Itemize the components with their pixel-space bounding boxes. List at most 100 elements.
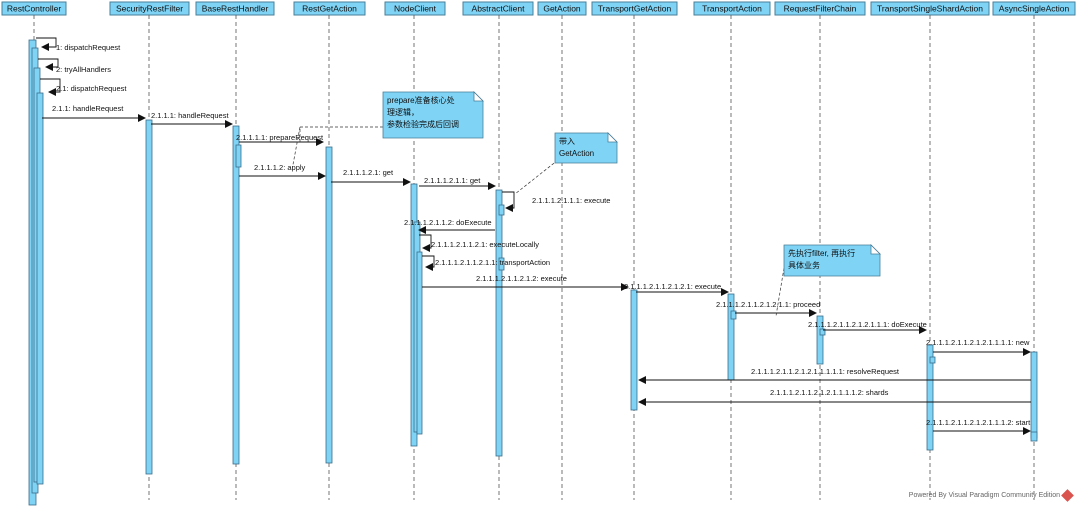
message-2: 2: tryAllHandlers [38,58,111,74]
message-label: 2.1.1.1.2.1.1.2.1.2.1.1: proceed [716,300,820,309]
message-6: 2.1.1.1.1: prepareRequest [236,133,324,146]
activation-bar [730,310,737,320]
message-label: 2.1.1.1.2.1.1.1: execute [532,196,610,205]
note-line: prepare准备核心处 [387,95,455,105]
activation-bar [819,328,826,336]
note-line: 具体业务 [788,260,820,270]
message-label: 2.1.1.1.2.1.1.2.1.2.1: execute [624,282,721,291]
participant-label: RequestFilterChain [784,4,857,14]
message-label: 2.1.1.1.2.1.1.2: doExecute [404,218,492,227]
participant-rfc[interactable]: RequestFilterChain [774,1,866,16]
activation-bar [416,251,423,435]
participant-label: NodeClient [394,4,437,14]
message-17: 2.1.1.1.2.1.1.2.1.2.1.1.1: doExecute [808,320,927,334]
participant-brh[interactable]: BaseRestHandler [195,1,275,16]
participant-label: AbstractClient [472,4,526,14]
message-8: 2.1.1.1.2.1: get [331,168,411,186]
participant-label: RestController [7,4,61,14]
participant-ac[interactable]: AbstractClient [462,1,534,16]
activation-bar [36,92,44,485]
message-3: 2.1: dispatchRequest [40,78,127,96]
message-12: 2.1.1.1.2.1.1.2.1: executeLocally [419,234,539,252]
footer-brand: Powered By Visual Paradigm Community Edi… [908,489,1074,502]
activation-bar [498,257,505,271]
message-11: 2.1.1.1.2.1.1.2: doExecute [404,218,495,234]
visual-paradigm-logo-icon [1061,489,1074,502]
activation-bar [145,119,153,475]
note-line: 参数检验完成后回调 [387,119,459,129]
note-2: 带入 GetAction [514,132,618,195]
message-16: 2.1.1.1.2.1.1.2.1.2.1.1: proceed [716,300,820,317]
participant-tss[interactable]: TransportSingleShardAction [870,1,990,16]
message-label: 2.1.1.1.1: prepareRequest [236,133,324,142]
message-label: 2.1.1.1.2.1.1.2.1: executeLocally [431,240,539,249]
activation-bar [235,144,242,168]
message-21: 2.1.1.1.2.1.1.2.1.2.1.1.1.2: start [926,418,1031,435]
participant-label: BaseRestHandler [202,4,269,14]
participant-asa[interactable]: AsyncSingleAction [992,1,1076,16]
message-1: 1: dispatchRequest [36,37,121,52]
message-label: 2.1.1.1.2.1.1.2.1.2.1.1.1.1: new [926,338,1030,347]
message-4: 2.1.1: handleRequest [42,104,146,122]
activation-bar [1030,431,1038,442]
message-label: 2.1.1.1.2.1.1: get [424,176,481,185]
activation-bar [325,146,333,464]
message-label: 2: tryAllHandlers [56,65,111,74]
note-anchor-line [514,159,559,195]
participant-label: RestGetAction [302,4,357,14]
message-arrow [502,191,515,212]
message-label: 2.1.1.1.2: apply [254,163,306,172]
participant-rc[interactable]: RestController [1,1,67,16]
message-20: 2.1.1.1.2.1.1.2.1.2.1.1.1.1.2: shards [638,388,1031,406]
note-anchor-line [291,126,383,171]
participant-tga[interactable]: TransportGetAction [591,1,678,16]
message-arrow [422,255,435,271]
activation-bar [630,289,638,411]
message-18: 2.1.1.1.2.1.1.2.1.2.1.1.1.1: new [926,338,1031,356]
participant-label: AsyncSingleAction [999,4,1070,14]
participant-srf[interactable]: SecurityRestFilter [109,1,190,16]
footer-text: Powered By Visual Paradigm Community Edi… [908,492,1060,499]
activation-bar [495,189,503,457]
activation-bar [929,356,936,364]
message-arrow [36,37,57,51]
activation-bar [1030,351,1038,439]
message-10: 2.1.1.1.2.1.1.1: execute [502,191,610,212]
message-15: 2.1.1.1.2.1.1.2.1.2.1: execute [624,282,729,296]
message-label: 2.1.1.1.2.1.1.2.1.2.1.1.1.2: start [926,418,1031,427]
participant-ga[interactable]: GetAction [537,1,587,16]
message-label: 2.1: dispatchRequest [56,84,127,93]
activation-bar [232,125,240,465]
note-line: GetAction [559,149,594,158]
message-label: 2.1.1.1.2.1.1.2.1.2.1.1.1.1.2: shards [770,388,889,397]
message-9: 2.1.1.1.2.1.1: get [419,176,496,190]
participant-nc[interactable]: NodeClient [384,1,446,16]
participant-label: TransportSingleShardAction [877,4,983,14]
message-label: 1: dispatchRequest [56,43,121,52]
message-label: 2.1.1.1: handleRequest [151,111,229,120]
activation-bar [498,204,505,216]
note-line: 先执行filter, 再执行 [788,248,855,258]
activation-bar [926,344,934,451]
participant-label: GetAction [543,4,581,14]
message-label: 2.1.1.1.2.1.1.2.1.2.1.1.1: doExecute [808,320,927,329]
message-5: 2.1.1.1: handleRequest [151,111,233,128]
note-line: 带入 [559,137,575,146]
participant-rga[interactable]: RestGetAction [293,1,366,16]
participant-label: SecurityRestFilter [116,4,183,14]
message-label: 2.1.1.1.2.1: get [343,168,394,177]
note-line: 理逻辑， [387,107,419,117]
participant-label: TransportGetAction [598,4,672,14]
participant-ta[interactable]: TransportAction [693,1,771,16]
message-14: 2.1.1.1.2.1.1.2.1.2: execute [422,274,629,291]
message-19: 2.1.1.1.2.1.1.2.1.2.1.1.1.1.1: resolveRe… [638,367,1031,384]
message-label: 2.1.1.1.2.1.1.2.1.1: transportAction [435,258,550,267]
message-label: 2.1.1.1.2.1.1.2.1.2: execute [476,274,567,283]
message-arrow [40,78,61,96]
note-anchor-line [775,267,785,317]
activation-bar [816,315,824,365]
message-label: 2.1.1.1.2.1.1.2.1.2.1.1.1.1.1: resolveRe… [751,367,900,376]
message-arrow [38,58,59,71]
